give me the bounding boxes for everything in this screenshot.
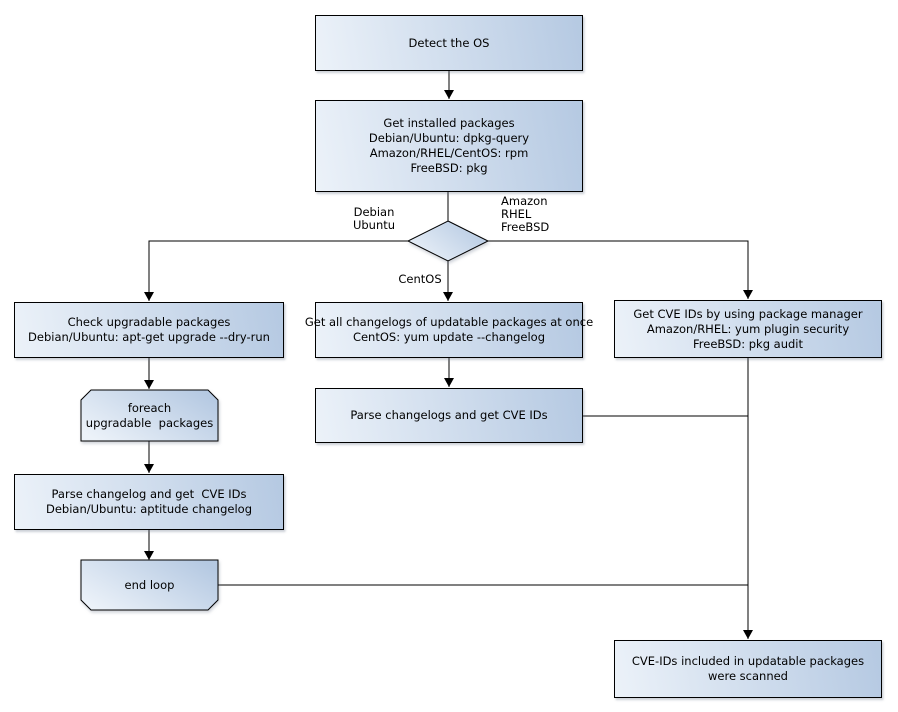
node-text-line: Get CVE IDs by using package manager xyxy=(633,306,863,321)
node-text-line: end loop xyxy=(124,577,175,592)
node-end-loop-label: end loop xyxy=(81,560,218,610)
edge-label-line: Amazon xyxy=(501,194,548,208)
node-text-line: were scanned xyxy=(707,669,788,683)
edge-decision-to-get-cve-ids xyxy=(488,240,753,299)
edge-label-line: Ubuntu xyxy=(352,218,396,232)
node-get-cve-ids-pkg-manager: Get CVE IDs by using package manager Ama… xyxy=(614,300,882,358)
node-text-line: foreach xyxy=(127,400,172,415)
node-detect-os: Detect the OS xyxy=(315,15,583,71)
node-text-line: Parse changelog and get CVE IDs xyxy=(51,487,247,501)
edge-decision-to-check-upgradable xyxy=(144,240,408,301)
edge-label-line: Debian xyxy=(353,205,395,219)
node-text-line: Amazon/RHEL/CentOS: rpm xyxy=(369,146,529,160)
edge-label-centos: CentOS xyxy=(397,273,443,286)
node-text-line: Parse changelogs and get CVE IDs xyxy=(350,408,548,422)
node-check-upgradable-packages: Check upgradable packages Debian/Ubuntu:… xyxy=(14,302,284,358)
node-text-line: Check upgradable packages xyxy=(67,315,231,329)
node-text-line: CentOS: yum update --changelog xyxy=(352,330,546,344)
node-result-scanned: CVE-IDs included in updatable packages w… xyxy=(614,640,882,698)
edge-label-line: FreeBSD xyxy=(501,220,550,234)
edge-label-line: RHEL xyxy=(501,207,532,221)
node-text-line: Detect the OS xyxy=(408,35,490,50)
foreach-loop-shape xyxy=(80,389,219,442)
node-text-line: FreeBSD: pkg xyxy=(410,161,488,175)
node-text-line: Get installed packages xyxy=(383,116,515,130)
node-text-line: Debian/Ubuntu: dpkg-query xyxy=(368,131,530,145)
edges xyxy=(144,71,753,639)
node-parse-changelogs-centos: Parse changelogs and get CVE IDs xyxy=(315,388,583,443)
node-get-installed-packages: Get installed packages Debian/Ubuntu: dp… xyxy=(315,100,583,192)
node-text-line: CVE-IDs included in updatable packages xyxy=(631,654,865,668)
node-get-all-changelogs: Get all changelogs of updatable packages… xyxy=(305,302,593,358)
node-text-line: FreeBSD: pkg audit xyxy=(692,336,804,351)
node-text-line: Debian/Ubuntu: apt-get upgrade --dry-run xyxy=(28,330,270,344)
edge-label-line: CentOS xyxy=(398,272,442,286)
node-parse-changelog-debian: Parse changelog and get CVE IDs Debian/U… xyxy=(14,474,284,530)
end-loop-shape xyxy=(80,559,219,611)
node-text-line: upgradable packages xyxy=(85,415,214,430)
node-text-line: Amazon/RHEL: yum plugin security xyxy=(646,321,850,336)
node-text-line: Get all changelogs of updatable packages… xyxy=(304,315,594,329)
edge-label-amazon-rhel-freebsd: Amazon RHEL FreeBSD xyxy=(501,195,561,234)
node-foreach-loop-label: foreach upgradable packages xyxy=(81,390,218,441)
node-text-line: Debian/Ubuntu: aptitude changelog xyxy=(46,502,252,516)
edge-label-debian-ubuntu: Debian Ubuntu xyxy=(350,206,398,232)
decision-diamond-os xyxy=(406,220,490,262)
